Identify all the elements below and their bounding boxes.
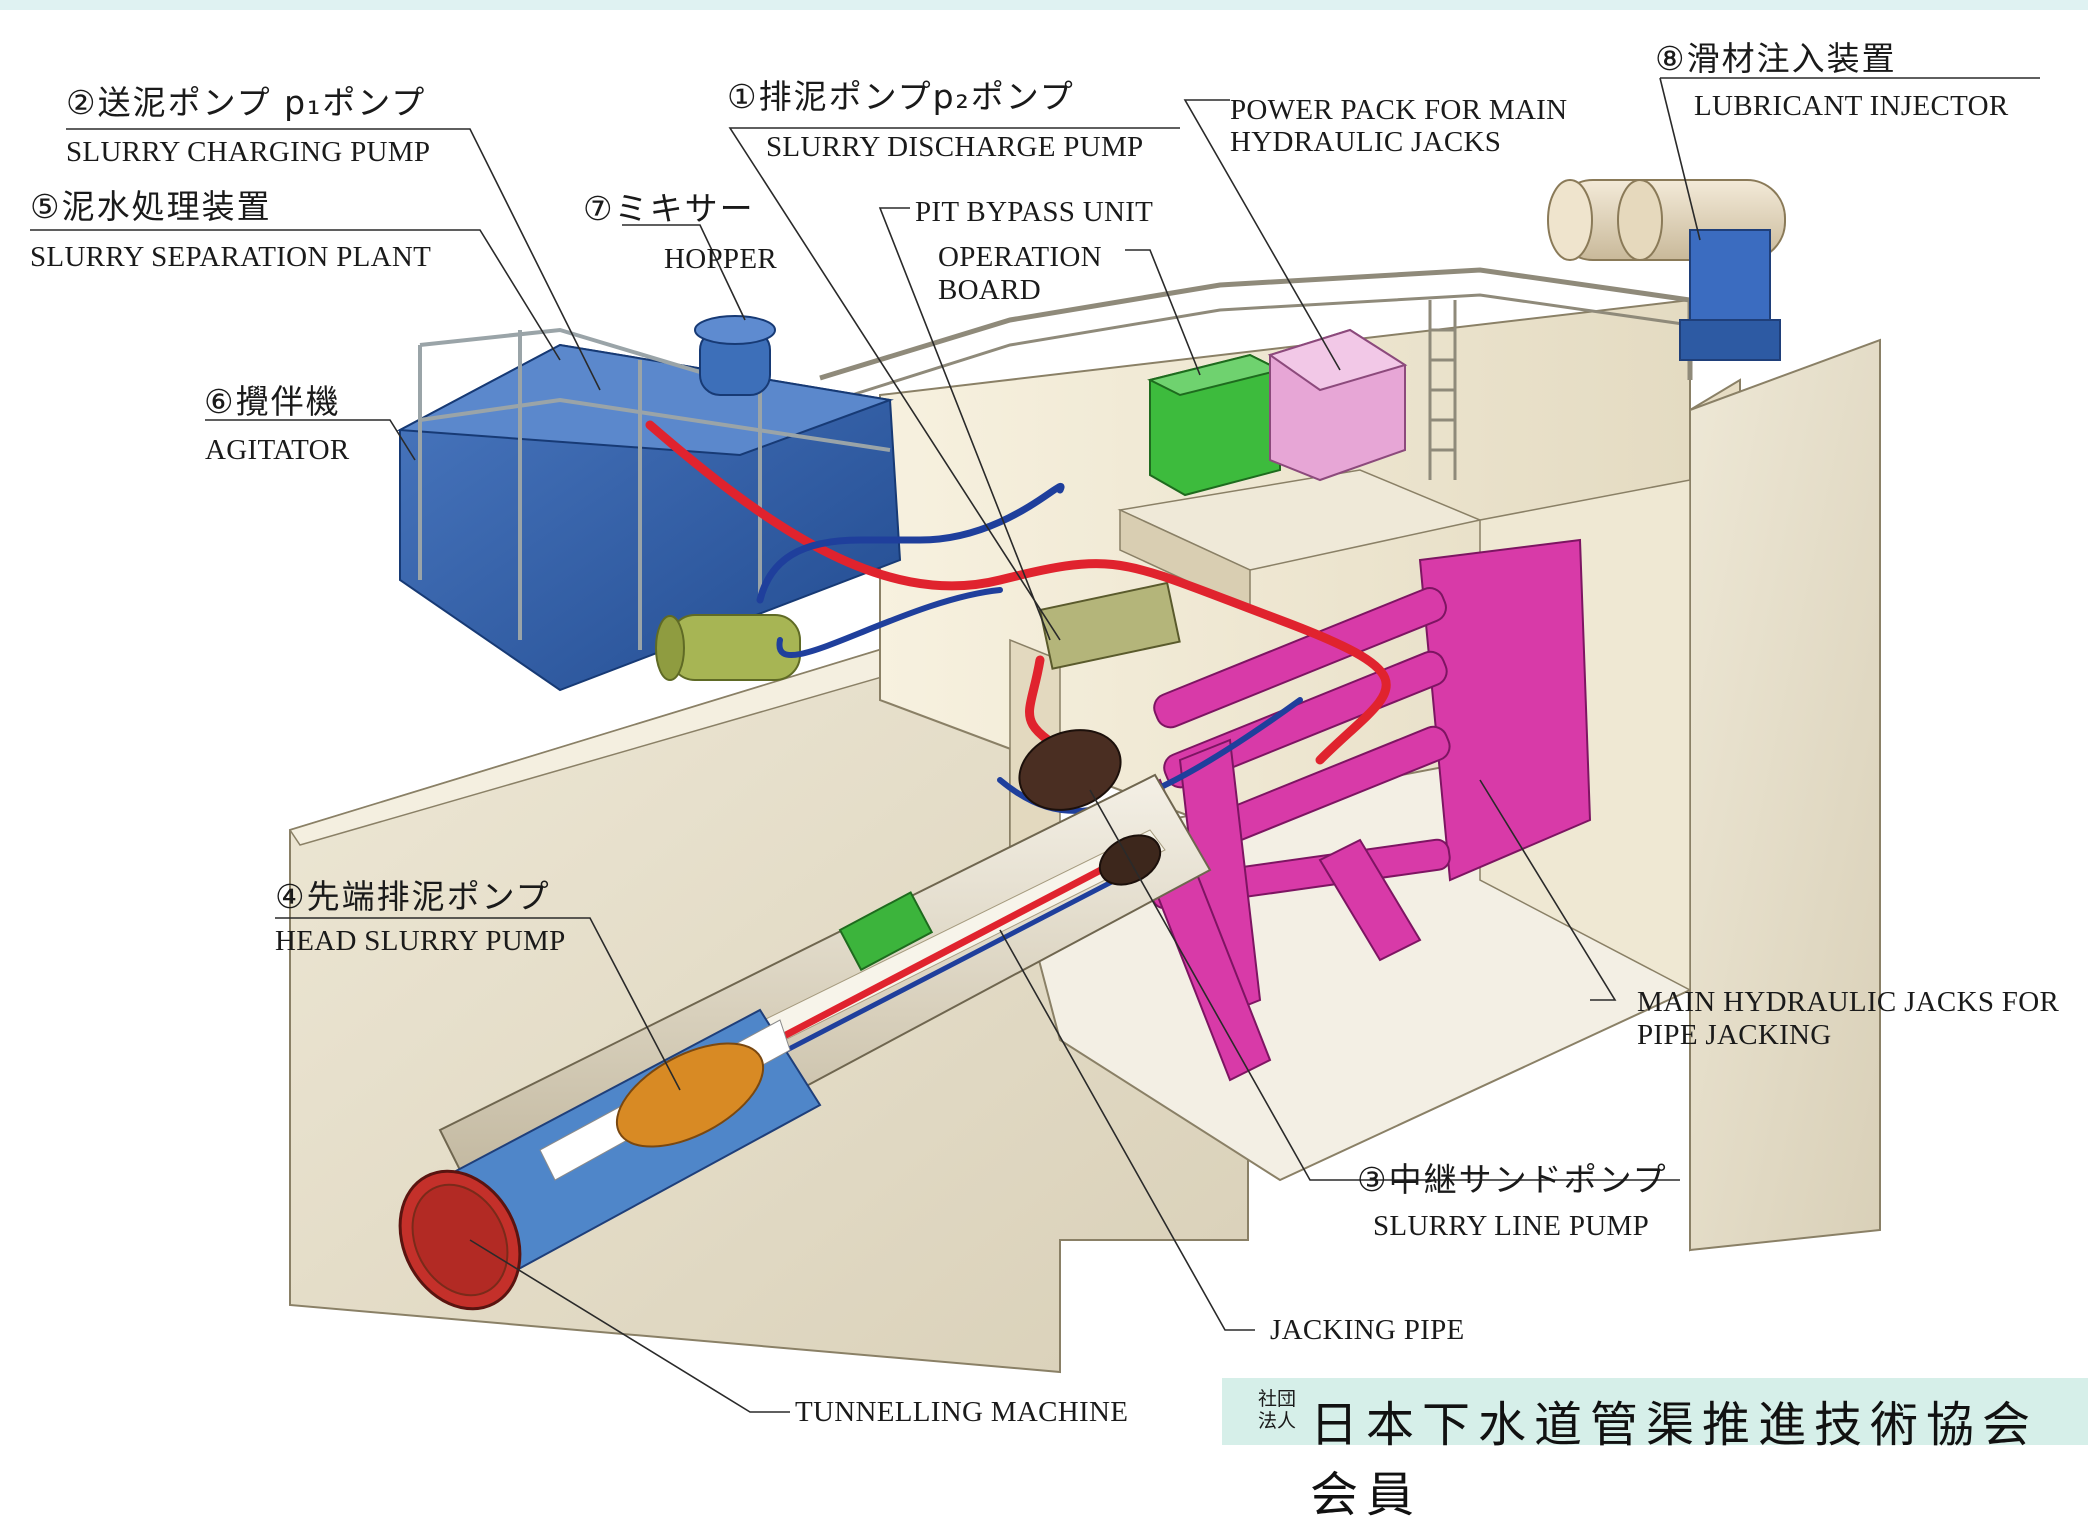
agitator-jp-label: ⑥攪伴機 [204, 382, 341, 421]
agitator-en-label: AGITATOR [205, 434, 350, 466]
main-hydraulic-jacks [1118, 538, 1592, 1082]
footer-org-type-line2: 法人 [1257, 1410, 1296, 1432]
ground-right-face [1689, 338, 1881, 1252]
charging-pump-jp-label: ②送泥ポンプ p₁ポンプ [66, 83, 427, 122]
slurry-lines [645, 420, 1391, 814]
pump-icon [615, 1042, 765, 1148]
footer-org-type: 社団 法人 [1255, 1388, 1299, 1432]
slurry-line-pump [1018, 729, 1122, 811]
power-pack-label-line2: HYDRAULIC JACKS [1230, 126, 1502, 158]
main-jacks-label-line1: MAIN HYDRAULIC JACKS FOR [1637, 986, 2060, 1018]
slurry-separation-plant [396, 315, 902, 692]
separation-plant-en-label: SLURRY SEPARATION PLANT [30, 241, 432, 273]
pit-bypass-label: PIT BYPASS UNIT [915, 196, 1154, 228]
charging-pump-en-label: SLURRY CHARGING PUMP [66, 136, 431, 168]
agitator-pump [655, 614, 801, 681]
operation-board-label-line1: OPERATION [938, 241, 1102, 273]
ladder [1428, 300, 1457, 480]
pump-icon [1018, 729, 1122, 811]
tunnelling-machine [398, 1008, 822, 1311]
lubricant-jp-label: ⑧滑材注入装置 [1655, 39, 1897, 78]
operation-board-label-line2: BOARD [938, 274, 1042, 306]
jacking-pipe-label: JACKING PIPE [1270, 1314, 1465, 1346]
discharge-pump-en-label: SLURRY DISCHARGE PUMP [766, 131, 1144, 163]
hopper-en-label: HOPPER [664, 243, 777, 275]
power-pack [1267, 328, 1408, 482]
hopper-jp-label: ⑦ミキサー [583, 189, 755, 228]
footer-org-name: 日本下水道管渠推進技術協会会員 [1310, 1397, 2039, 1523]
operation-board [1147, 353, 1283, 497]
footer-band [1222, 1378, 2088, 1445]
leader-lines [30, 77, 2040, 1413]
tunnelling-machine-label: TUNNELLING MACHINE [795, 1396, 1129, 1428]
main-jacks-label-line2: PIPE JACKING [1637, 1019, 1832, 1051]
charging-line [756, 482, 1065, 604]
lubricant-en-label: LUBRICANT INJECTOR [1694, 90, 2009, 122]
footer-org-type-line1: 社団 [1257, 1388, 1296, 1410]
guard-rail-lower [819, 293, 1691, 407]
head-pump-jp-label: ④先端排泥ポンプ [275, 877, 551, 916]
discharge-pump-jp-label: ①排泥ポンプp₂ポンプ [727, 77, 1075, 116]
top-band [0, 0, 2088, 10]
line-pump-jp-label: ③中継サンドポンプ [1357, 1160, 1668, 1199]
discharge-line [645, 420, 1391, 765]
line-pump-en-label: SLURRY LINE PUMP [1373, 1210, 1650, 1242]
pit-bypass-unit [1038, 581, 1181, 670]
lubricant-injector [1547, 179, 1786, 361]
power-pack-label-line1: POWER PACK FOR MAIN [1230, 94, 1568, 126]
separation-plant-jp-label: ⑤泥水処理装置 [30, 187, 272, 226]
head-pump-en-label: HEAD SLURRY PUMP [275, 925, 566, 957]
diagram-illustration [30, 77, 2040, 1413]
